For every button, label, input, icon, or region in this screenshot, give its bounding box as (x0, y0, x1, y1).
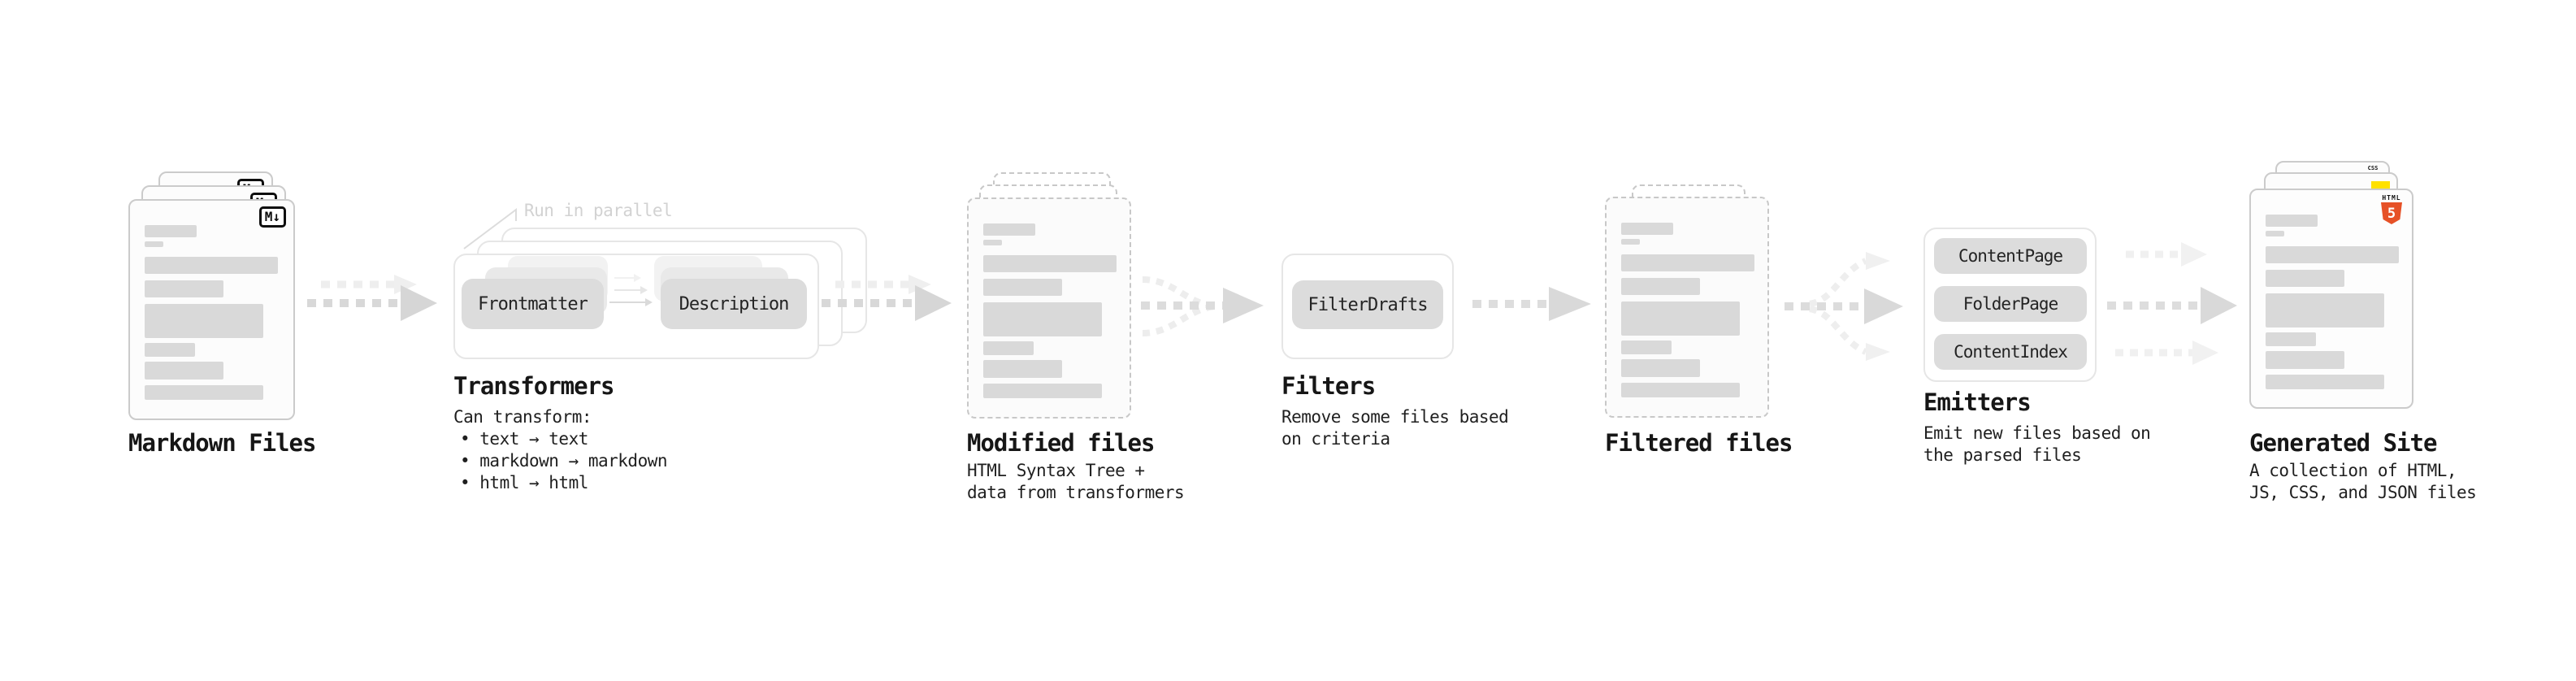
html5-logo-number: 5 (2387, 205, 2396, 222)
filtered-file-card-front (1605, 197, 1769, 418)
html5-logo-icon: HTML 5 (2380, 194, 2403, 224)
text-placeholder-bar (145, 304, 263, 338)
text-placeholder-bar (145, 225, 197, 237)
filters-title: Filters (1281, 372, 1376, 400)
css-icon-label: CSS (2367, 165, 2379, 171)
text-placeholder-bar (1621, 359, 1700, 377)
arrow-markdown-to-transformers (307, 275, 437, 321)
transformers-desc-line: • markdown → markdown (460, 451, 668, 471)
text-placeholder-bar (2266, 215, 2318, 227)
text-placeholder-bar (983, 360, 1062, 378)
annotation-callout-line (463, 208, 517, 249)
modified-file-card-front (967, 197, 1131, 419)
modified-desc-line: data from transformers (967, 483, 1185, 502)
arrow-emitters-to-generated (2107, 242, 2237, 365)
transformers-title: Transformers (453, 372, 615, 400)
arrow-transformers-to-modified (822, 275, 952, 321)
contentindex-node: ContentIndex (1934, 334, 2087, 370)
filters-desc-line: on criteria (1281, 429, 1390, 449)
arrow-filters-to-filtered (1472, 287, 1591, 321)
description-node: Description (661, 279, 807, 329)
document-placeholder-text (983, 223, 1117, 398)
transformers-desc-line: Can transform: (453, 407, 592, 427)
text-placeholder-bar (1621, 254, 1754, 271)
text-placeholder-bar (145, 362, 223, 380)
text-placeholder-bar (1621, 223, 1673, 235)
text-placeholder-bar (983, 223, 1035, 236)
text-placeholder-bar (1621, 301, 1740, 336)
folderpage-node: FolderPage (1934, 286, 2087, 322)
modified-files-description: HTML Syntax Tree + data from transformer… (967, 460, 1185, 504)
generated-desc-line: JS, CSS, and JSON files (2249, 483, 2477, 502)
document-placeholder-text (1621, 223, 1754, 397)
markdown-icon: M↓ (258, 206, 286, 228)
text-placeholder-bar (145, 343, 195, 357)
text-placeholder-bar (983, 279, 1062, 296)
arrow-modified-to-filters (1141, 276, 1264, 336)
emitters-desc-line: the parsed files (1923, 445, 2082, 465)
text-placeholder-bar (983, 341, 1034, 355)
text-placeholder-bar (145, 280, 223, 297)
text-placeholder-bar (145, 257, 278, 274)
markdown-files-stack: M↓ M↓ M↓ (128, 171, 301, 423)
modified-desc-line: HTML Syntax Tree + (967, 461, 1145, 480)
transformers-description: Can transform: • text → text • markdown … (453, 406, 668, 494)
text-placeholder-bar (2266, 332, 2316, 346)
generated-site-title: Generated Site (2249, 429, 2437, 457)
run-in-parallel-label: Run in parallel (524, 201, 673, 220)
emitters-title: Emitters (1923, 388, 2032, 416)
filters-description: Remove some files based on criteria (1281, 406, 1509, 450)
generated-desc-line: A collection of HTML, (2249, 461, 2457, 480)
emitters-description: Emit new files based on the parsed files (1923, 423, 2151, 466)
text-placeholder-bar (983, 302, 1102, 336)
text-placeholder-bar (145, 385, 263, 400)
text-placeholder-bar (2266, 246, 2399, 263)
text-placeholder-bar (145, 241, 163, 247)
markdown-files-title: Markdown Files (128, 429, 316, 457)
text-placeholder-bar (2266, 293, 2384, 327)
transformers-desc-line: • text → text (460, 429, 588, 449)
filtered-files-title: Filtered files (1605, 429, 1793, 457)
text-placeholder-bar (2266, 231, 2284, 236)
text-placeholder-bar (983, 255, 1117, 272)
document-placeholder-text (145, 225, 278, 400)
text-placeholder-bar (1621, 278, 1700, 295)
text-placeholder-bar (2266, 375, 2384, 389)
text-placeholder-bar (1621, 383, 1740, 397)
contentpage-node: ContentPage (1934, 238, 2087, 274)
emitters-desc-line: Emit new files based on (1923, 423, 2151, 443)
frontmatter-node: Frontmatter (462, 279, 604, 329)
text-placeholder-bar (983, 384, 1102, 398)
generated-site-description: A collection of HTML, JS, CSS, and JSON … (2249, 460, 2477, 504)
text-placeholder-bar (1621, 340, 1672, 354)
markdown-file-card-front: M↓ (128, 199, 295, 420)
generated-html-file-card: HTML 5 (2249, 189, 2413, 409)
modified-files-title: Modified files (967, 429, 1155, 457)
arrow-filtered-to-emitters (1785, 252, 1903, 361)
transformers-desc-line: • html → html (460, 473, 588, 492)
parallel-arrows-icon (609, 274, 653, 306)
text-placeholder-bar (1621, 239, 1640, 245)
document-placeholder-text (2266, 215, 2399, 389)
text-placeholder-bar (983, 240, 1002, 245)
filterdrafts-node: FilterDrafts (1292, 280, 1443, 329)
text-placeholder-bar (2266, 270, 2344, 287)
filters-desc-line: Remove some files based (1281, 407, 1509, 427)
text-placeholder-bar (2266, 351, 2344, 369)
html5-logo-text: HTML (2382, 194, 2401, 202)
